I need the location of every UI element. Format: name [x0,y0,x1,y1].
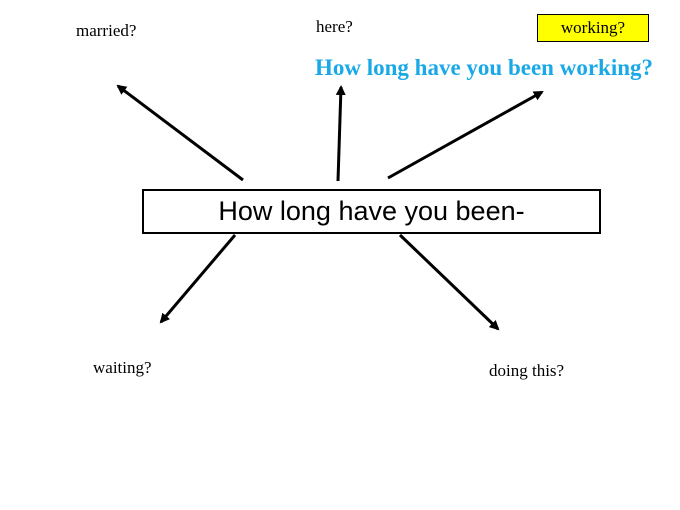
arrow-to-working [387,90,544,180]
ending-working-highlighted: working? [537,14,649,42]
arrow-to-here [335,85,346,182]
center-phrase-box: How long have you been- [142,189,601,234]
ending-waiting: waiting? [93,358,152,377]
full-question-example: How long have you been working? [315,55,654,80]
arrow-to-doing-this [398,233,500,331]
ending-married: married? [76,21,137,40]
arrow-to-waiting [159,234,237,324]
arrow-to-married [116,84,244,182]
ending-here: here? [316,17,353,36]
ending-doing-this: doing this? [489,361,565,380]
